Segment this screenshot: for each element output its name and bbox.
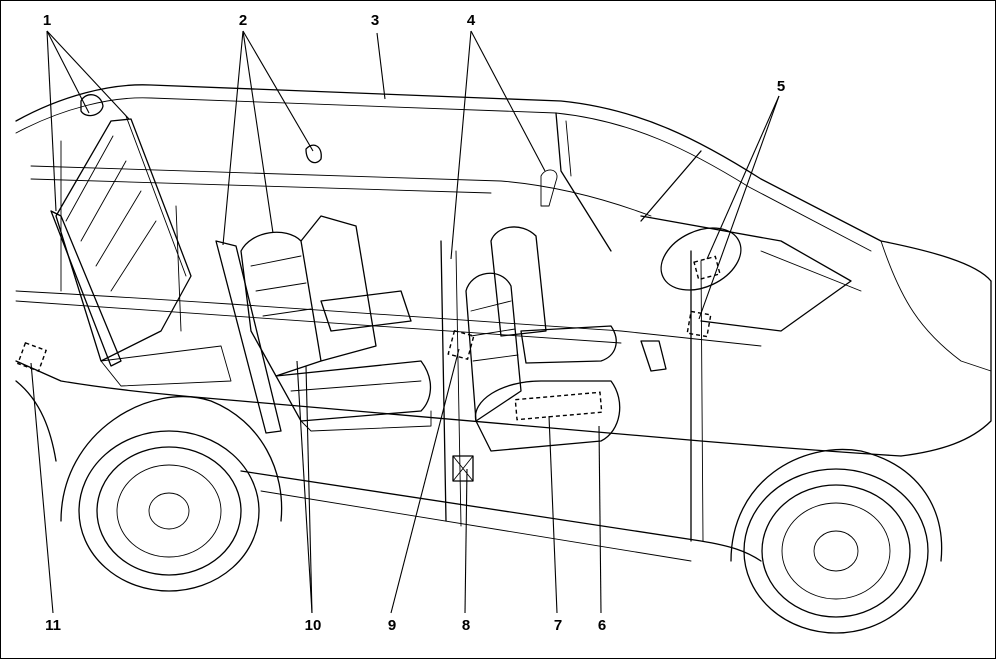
callout-9: 9 [387, 617, 397, 634]
callout-10: 10 [304, 617, 322, 634]
dashboard [640, 215, 862, 372]
callout-4: 4 [466, 12, 476, 29]
third-row-seat [50, 94, 232, 387]
callout-2: 2 [238, 12, 248, 29]
vehicle-body [15, 84, 992, 562]
front-wheel [730, 448, 943, 634]
second-row-seat [215, 144, 432, 434]
callout-7: 7 [553, 617, 563, 634]
callout-8: 8 [461, 617, 471, 634]
callout-5: 5 [776, 78, 786, 95]
callout-3: 3 [370, 12, 380, 29]
callout-6: 6 [597, 617, 607, 634]
leader-lines [30, 30, 780, 614]
sensor-locations [17, 255, 721, 482]
callout-1: 1 [42, 12, 52, 29]
rear-wheel [60, 396, 283, 592]
callout-11: 11 [45, 617, 61, 634]
front-passenger-seat [465, 169, 621, 452]
